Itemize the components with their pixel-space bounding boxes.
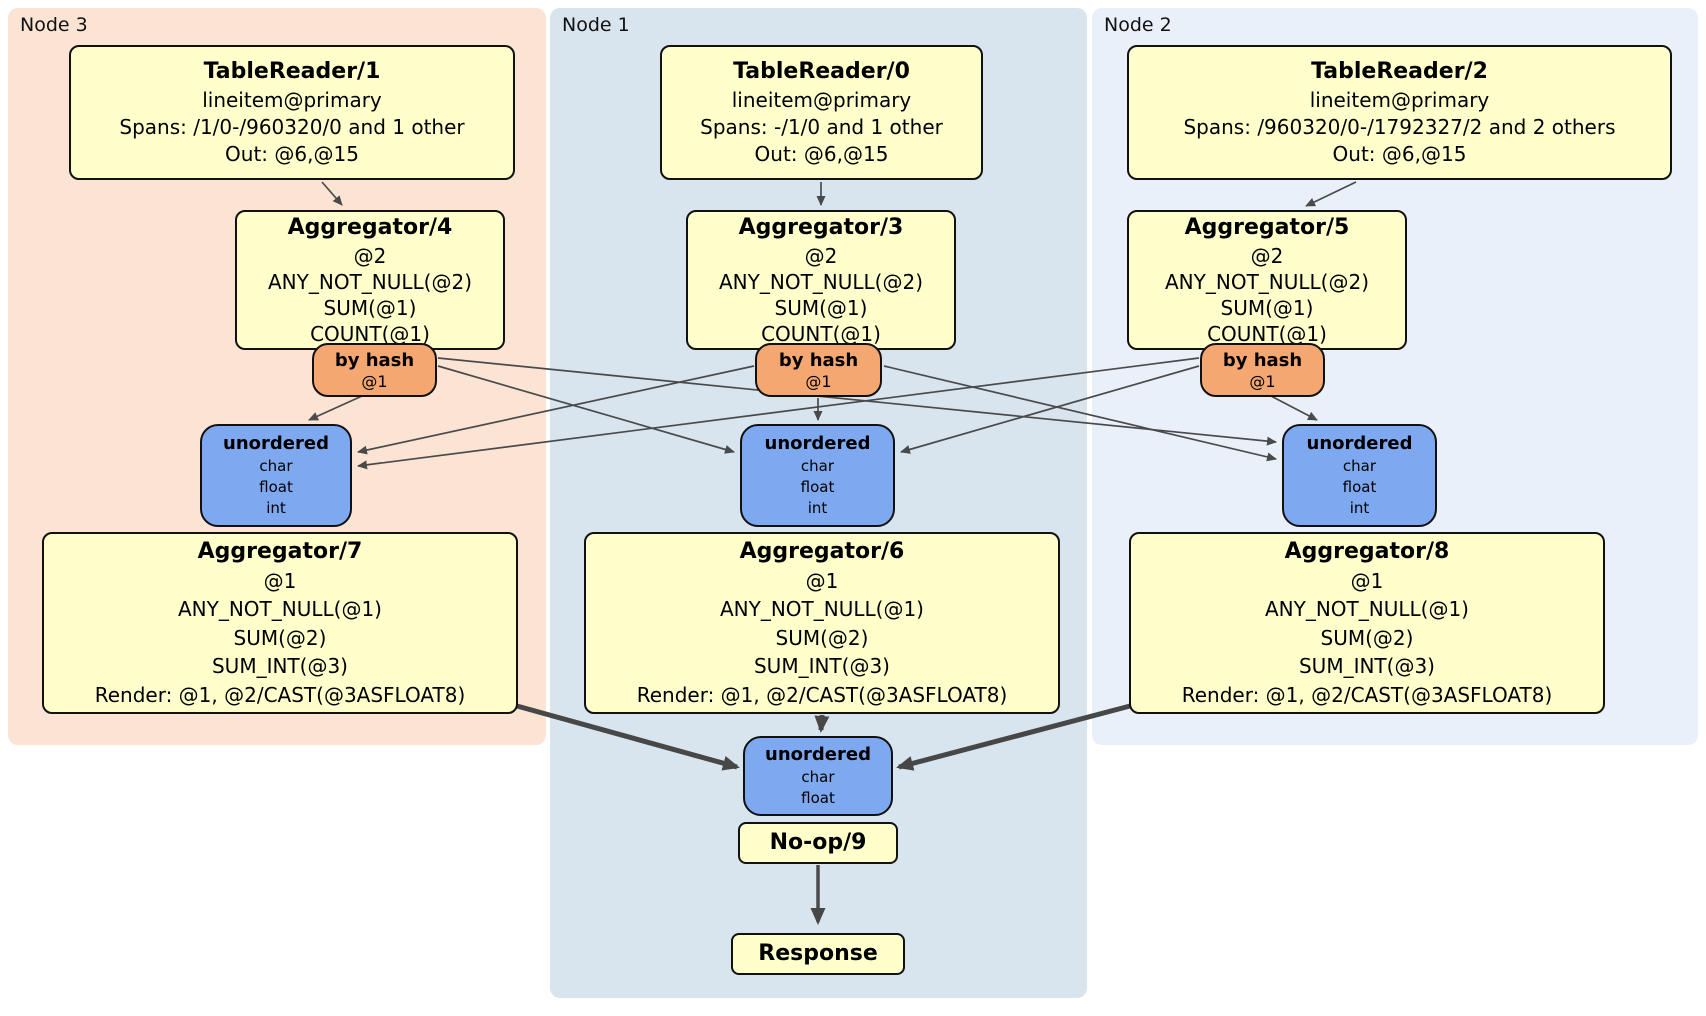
processor-details: @1 ANY_NOT_NULL(@1) SUM(@2) SUM_INT(@3) … bbox=[636, 568, 1008, 707]
unordered-sync-node3: unordered char float int bbox=[200, 424, 352, 527]
node2-region-label: Node 2 bbox=[1104, 14, 1172, 36]
processor-details: lineitem@primary Spans: /960320/0-/17923… bbox=[1183, 88, 1616, 166]
edge-router2-sync2 bbox=[1270, 395, 1318, 421]
aggregator5-processor: Aggregator/5 @2 ANY_NOT_NULL(@2) SUM(@1)… bbox=[1127, 210, 1407, 350]
router-details: @1 bbox=[1249, 371, 1276, 391]
processor-title: Aggregator/4 bbox=[287, 215, 453, 240]
processor-title: TableReader/1 bbox=[203, 59, 381, 84]
by-hash-router-node3: by hash @1 bbox=[312, 343, 437, 397]
tablereader0-processor: TableReader/0 lineitem@primary Spans: -/… bbox=[660, 45, 983, 180]
aggregator3-processor: Aggregator/3 @2 ANY_NOT_NULL(@2) SUM(@1)… bbox=[686, 210, 956, 350]
sync-details: char float int bbox=[800, 457, 835, 517]
aggregator6-processor: Aggregator/6 @1 ANY_NOT_NULL(@1) SUM(@2)… bbox=[584, 532, 1060, 714]
sync-details: char float int bbox=[1342, 457, 1377, 517]
processor-title: Aggregator/5 bbox=[1184, 215, 1350, 240]
sync-title: unordered bbox=[1306, 433, 1413, 454]
unordered-sync-final: unordered char float bbox=[743, 736, 893, 816]
processor-title: Response bbox=[758, 941, 878, 966]
router-title: by hash bbox=[778, 349, 859, 371]
tablereader2-processor: TableReader/2 lineitem@primary Spans: /9… bbox=[1127, 45, 1672, 180]
router-title: by hash bbox=[1222, 349, 1303, 371]
aggregator4-processor: Aggregator/4 @2 ANY_NOT_NULL(@2) SUM(@1)… bbox=[235, 210, 505, 350]
node1-region-label: Node 1 bbox=[562, 14, 630, 36]
router-title: by hash bbox=[334, 349, 415, 371]
router-details: @1 bbox=[805, 371, 832, 391]
tablereader1-processor: TableReader/1 lineitem@primary Spans: /1… bbox=[69, 45, 515, 180]
processor-title: Aggregator/6 bbox=[739, 538, 905, 564]
edge-tablereader1-aggregator4 bbox=[321, 181, 343, 206]
edge-tablereader2-aggregator5 bbox=[1305, 181, 1357, 207]
edge-aggregator7-syncfinal bbox=[516, 703, 740, 771]
sync-details: char float int bbox=[259, 457, 293, 517]
by-hash-router-node2: by hash @1 bbox=[1200, 343, 1325, 397]
edge-router2-sync3 bbox=[357, 357, 1200, 470]
edge-router3-sync2 bbox=[437, 357, 1277, 446]
processor-title: TableReader/2 bbox=[1311, 59, 1488, 84]
unordered-sync-node2: unordered char float int bbox=[1282, 424, 1437, 527]
processor-details: @2 ANY_NOT_NULL(@2) SUM(@1) COUNT(@1) bbox=[1165, 244, 1369, 346]
processor-details: lineitem@primary Spans: -/1/0 and 1 othe… bbox=[700, 88, 943, 166]
processor-title: TableReader/0 bbox=[733, 59, 910, 84]
noop9-processor: No-op/9 bbox=[738, 822, 898, 864]
edge-router3-sync3 bbox=[308, 395, 363, 421]
processor-details: @2 ANY_NOT_NULL(@2) SUM(@1) COUNT(@1) bbox=[268, 244, 472, 346]
processor-details: @1 ANY_NOT_NULL(@1) SUM(@2) SUM_INT(@3) … bbox=[1181, 568, 1553, 707]
edge-router2-sync1 bbox=[900, 365, 1200, 454]
unordered-sync-node1: unordered char float int bbox=[740, 424, 895, 527]
edge-router1-sync2 bbox=[883, 365, 1277, 462]
node3-region-label: Node 3 bbox=[20, 14, 88, 36]
edge-aggregator8-syncfinal bbox=[896, 703, 1131, 771]
sync-title: unordered bbox=[765, 744, 871, 765]
response-processor: Response bbox=[731, 933, 905, 975]
processor-title: No-op/9 bbox=[769, 830, 867, 855]
processor-title: Aggregator/7 bbox=[197, 538, 363, 564]
sync-details: char float bbox=[801, 768, 835, 807]
processor-title: Aggregator/8 bbox=[1284, 538, 1450, 564]
edge-router3-sync1 bbox=[437, 365, 735, 454]
aggregator7-processor: Aggregator/7 @1 ANY_NOT_NULL(@1) SUM(@2)… bbox=[42, 532, 518, 714]
aggregator8-processor: Aggregator/8 @1 ANY_NOT_NULL(@1) SUM(@2)… bbox=[1129, 532, 1605, 714]
sync-title: unordered bbox=[764, 433, 871, 454]
router-details: @1 bbox=[361, 371, 388, 391]
edge-router1-sync3 bbox=[357, 365, 755, 455]
by-hash-router-node1: by hash @1 bbox=[755, 343, 882, 397]
processor-title: Aggregator/3 bbox=[738, 215, 904, 240]
processor-details: lineitem@primary Spans: /1/0-/960320/0 a… bbox=[119, 88, 465, 166]
sync-title: unordered bbox=[223, 433, 329, 454]
processor-details: @2 ANY_NOT_NULL(@2) SUM(@1) COUNT(@1) bbox=[719, 244, 923, 346]
edge-aggregator6-syncfinal bbox=[814, 714, 830, 733]
processor-details: @1 ANY_NOT_NULL(@1) SUM(@2) SUM_INT(@3) … bbox=[94, 568, 466, 707]
